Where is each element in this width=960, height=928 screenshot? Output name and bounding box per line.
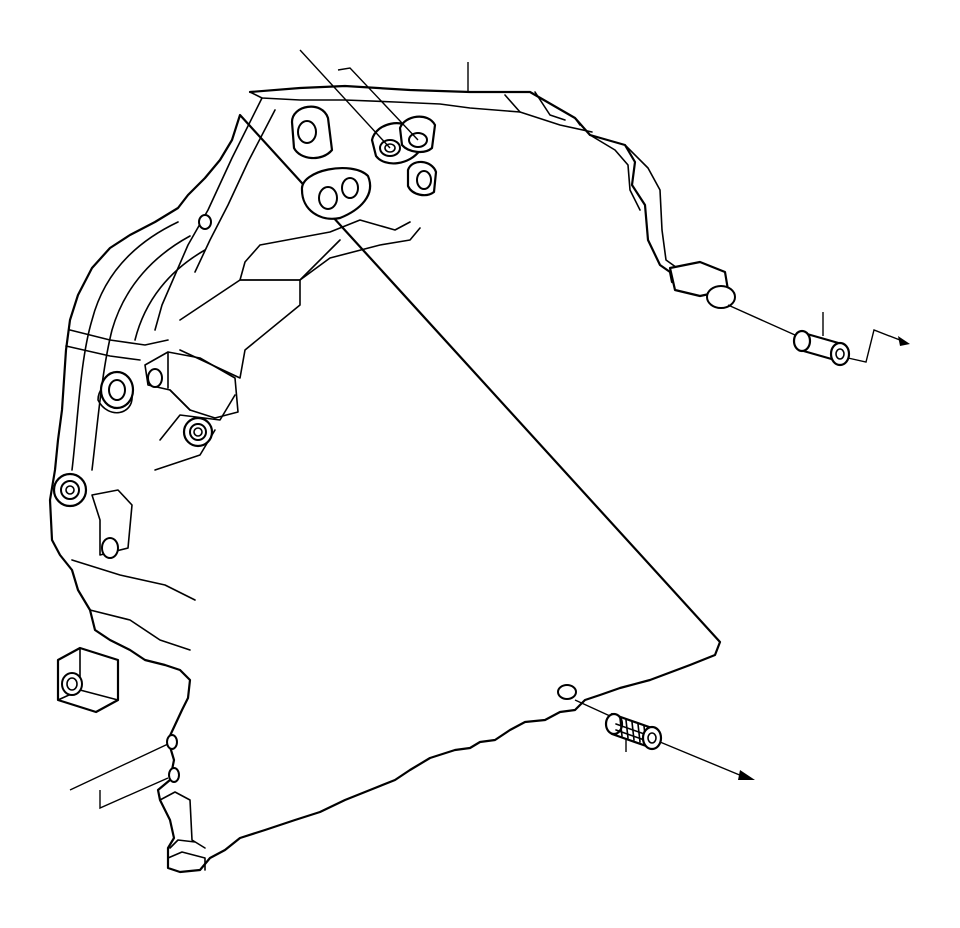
right-bracket (624, 144, 681, 271)
center-rib-upper (239, 219, 411, 281)
boss-top-1 (290, 105, 334, 160)
dowel-pin-upper (792, 329, 851, 367)
callout-bottom-left (69, 743, 169, 810)
dowel-pin-lower (604, 712, 663, 751)
case-cover-outline (48, 84, 722, 874)
callout-top (337, 67, 419, 141)
boss-foot (61, 672, 83, 696)
center-rib-diagonal (299, 227, 421, 281)
rib-top-right (504, 91, 581, 126)
lower-locator-hole (557, 684, 577, 700)
boss-left-lower (101, 537, 119, 559)
top-flange (249, 91, 593, 133)
lower-pin-arrowhead (738, 770, 755, 780)
boss-center-left (182, 416, 214, 448)
left-lug-lower (91, 489, 133, 556)
left-lower-rib (71, 559, 196, 651)
lower-pin-arrow-line (659, 741, 743, 777)
upper-pin-arrow-line (847, 329, 906, 363)
bottom-tab (159, 791, 206, 849)
bolt-holes (52, 105, 577, 783)
rib-right-edge (589, 134, 641, 211)
bottom-tab-base (167, 851, 206, 871)
boss-top-3 (398, 115, 437, 154)
top-flange-inner (194, 109, 276, 273)
boss-block (147, 368, 163, 388)
callout-top-left (299, 49, 391, 149)
upper-pin-arrowhead (898, 336, 910, 346)
case-cover (48, 84, 736, 874)
left-flange-curve-3 (134, 249, 206, 341)
rib-block (144, 351, 239, 419)
upper-pin-axis (727, 304, 796, 336)
right-boss-bore (706, 285, 736, 309)
boss-bottom-tab-holes (166, 734, 180, 783)
boss-top-small (198, 214, 212, 230)
rib-block-face (167, 351, 191, 411)
center-rib-mid (179, 279, 301, 379)
boss-left-mid (52, 472, 88, 508)
boss-left-upper (99, 370, 135, 410)
top-flange-edge (154, 97, 263, 331)
boss-mid-oval (300, 167, 372, 220)
left-band (65, 329, 169, 361)
left-flange-curve-2 (91, 235, 191, 471)
leader-lines (69, 49, 910, 810)
lower-pin-axis (574, 699, 611, 717)
left-flange-curve-1 (71, 221, 179, 471)
boss-right-3 (406, 160, 438, 197)
